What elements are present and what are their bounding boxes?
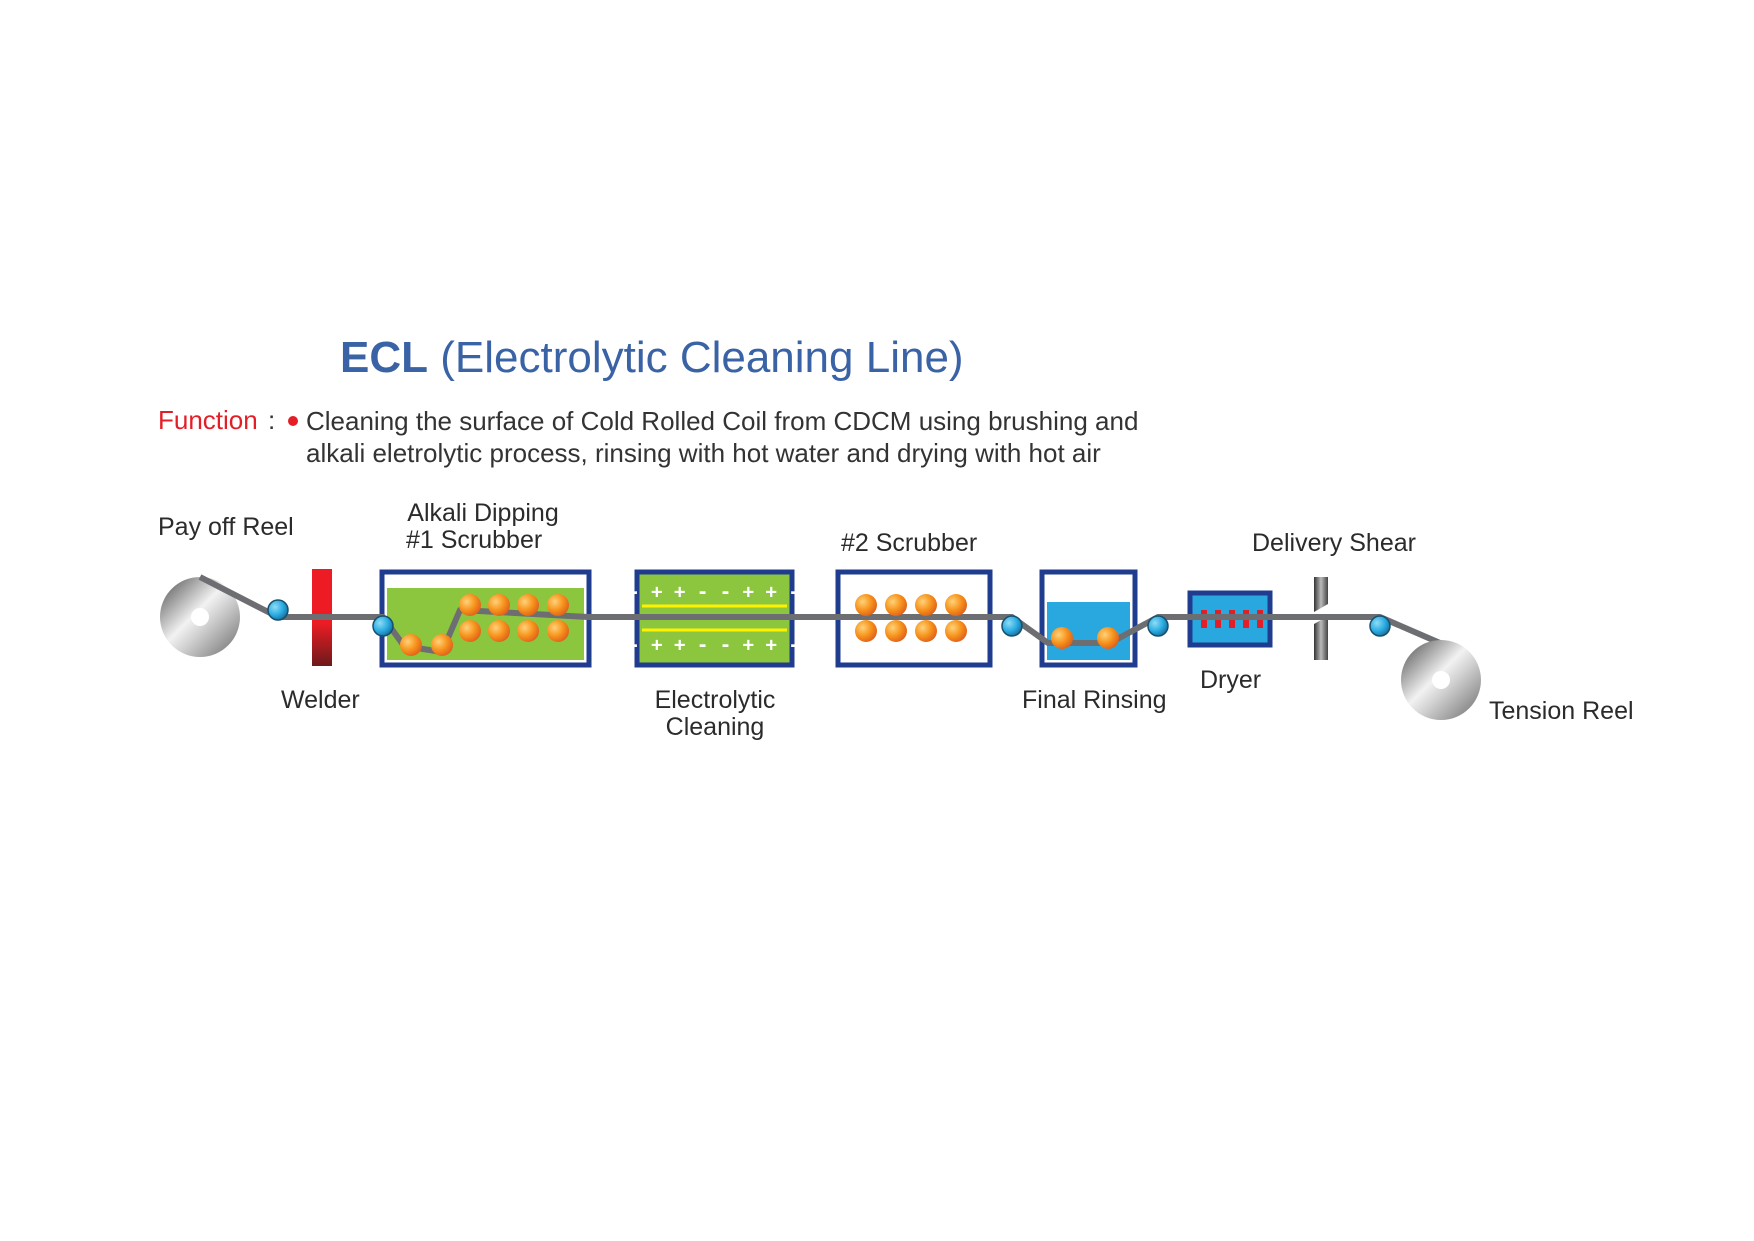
function-label: Function xyxy=(158,405,258,435)
electrolytic-signs-bottom: - + + - - + + - xyxy=(628,634,800,656)
function-line-2: alkali eletrolytic process, rinsing with… xyxy=(306,438,1101,468)
guide-roller xyxy=(1369,615,1391,637)
brush-roller xyxy=(915,594,937,616)
label-alkali-line1: Alkali Dipping xyxy=(407,499,559,527)
rinsing-roller xyxy=(1051,627,1073,649)
brush-roller xyxy=(459,594,481,616)
brush-roller xyxy=(855,620,877,642)
guide-roller xyxy=(1147,615,1169,637)
delivery-shear xyxy=(1314,577,1328,660)
bullet-icon xyxy=(288,416,298,426)
label-scrubber2: #2 Scrubber xyxy=(841,529,978,557)
brush-roller xyxy=(885,620,907,642)
brush-roller xyxy=(547,620,569,642)
electrolytic-signs-top: - + + - - + + - xyxy=(628,581,800,603)
brush-roller xyxy=(945,620,967,642)
brush-roller xyxy=(945,594,967,616)
label-electrolytic-line1: Electrolytic xyxy=(654,686,776,714)
guide-roller xyxy=(267,599,289,621)
dipping-roller xyxy=(400,634,422,656)
label-pay-off-reel: Pay off Reel xyxy=(158,513,294,541)
label-alkali-dipping: Alkali Dipping #1 Scrubber xyxy=(398,500,568,554)
function-description: Cleaning the surface of Cold Rolled Coil… xyxy=(306,405,1206,469)
page-title: ECL (Electrolytic Cleaning Line) xyxy=(340,333,964,383)
brush-roller xyxy=(915,620,937,642)
brush-roller xyxy=(855,594,877,616)
alkali-scrubber-rollers xyxy=(400,594,569,656)
dipping-roller xyxy=(431,634,453,656)
label-alkali-line2: #1 Scrubber xyxy=(406,526,543,554)
label-delivery-shear: Delivery Shear xyxy=(1252,529,1416,557)
brush-roller xyxy=(488,594,510,616)
brush-roller xyxy=(488,620,510,642)
title-full-name: (Electrolytic Cleaning Line) xyxy=(428,333,964,382)
tension-reel-coil xyxy=(1401,640,1481,720)
label-dryer: Dryer xyxy=(1200,666,1262,694)
label-electrolytic-line2: Cleaning xyxy=(665,713,765,741)
function-line-1: Cleaning the surface of Cold Rolled Coil… xyxy=(306,406,1139,436)
label-final-rinsing: Final Rinsing xyxy=(1022,686,1167,714)
brush-roller xyxy=(547,594,569,616)
brush-roller xyxy=(459,620,481,642)
title-acronym: ECL xyxy=(340,333,428,382)
rinsing-roller xyxy=(1097,627,1119,649)
final-rinsing-tank xyxy=(1039,569,1138,668)
label-welder: Welder xyxy=(281,686,360,714)
guide-roller xyxy=(1001,615,1023,637)
scrubber2-rollers xyxy=(855,594,967,642)
label-electrolytic-cleaning: Electrolytic Cleaning xyxy=(630,687,800,741)
rinsing-rollers xyxy=(1051,627,1119,649)
brush-roller xyxy=(517,620,539,642)
guide-roller xyxy=(372,615,394,637)
pay-off-reel-coil xyxy=(160,577,240,657)
brush-roller xyxy=(517,594,539,616)
label-tension-reel: Tension Reel xyxy=(1489,697,1634,725)
function-colon: : xyxy=(268,405,276,435)
guide-rollers xyxy=(267,599,1391,637)
brush-roller xyxy=(885,594,907,616)
